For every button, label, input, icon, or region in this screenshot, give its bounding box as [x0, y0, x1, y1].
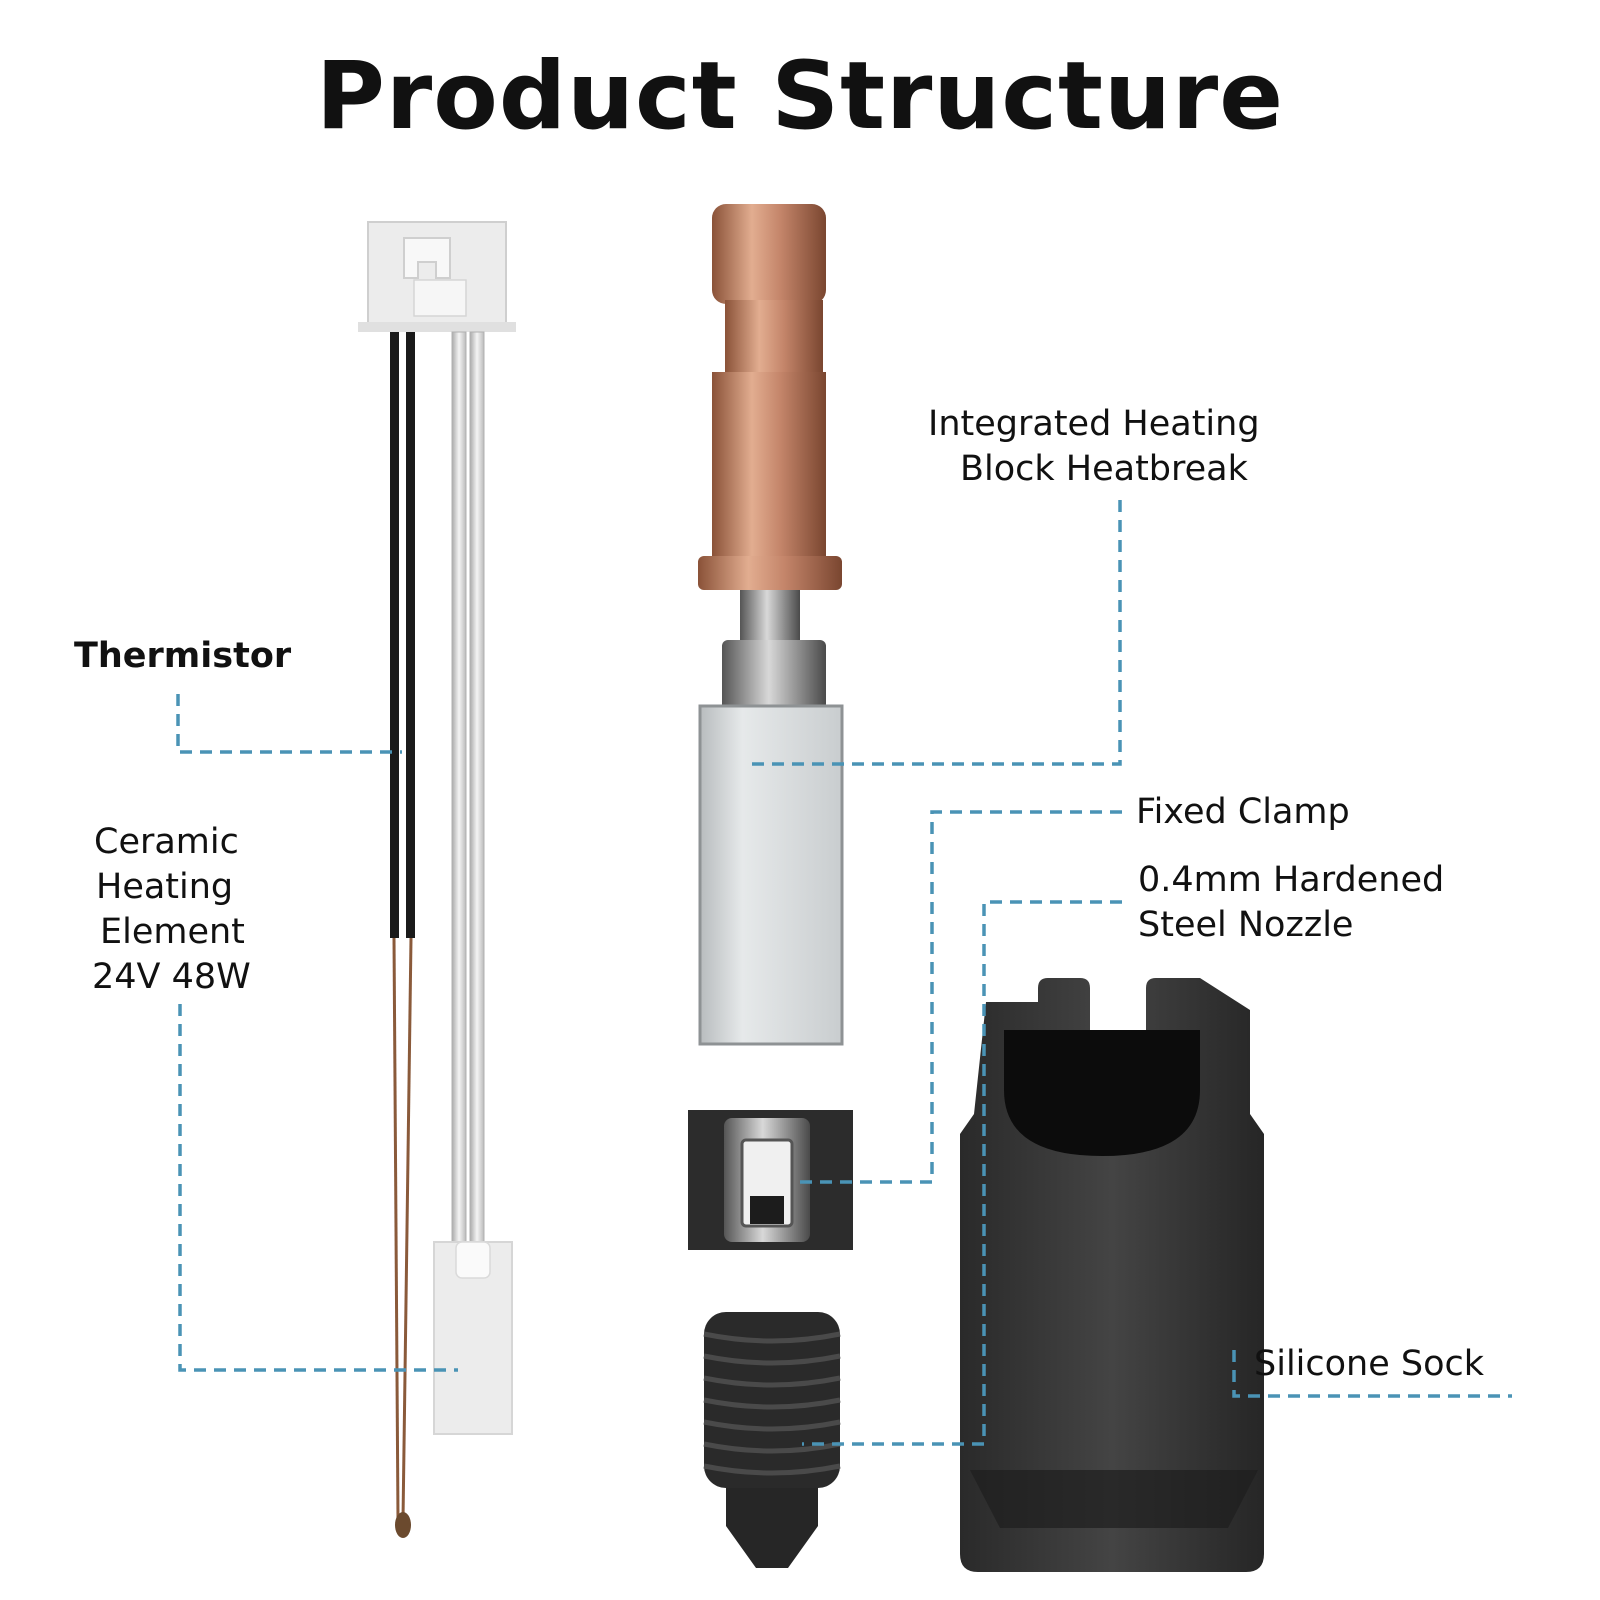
- clamp-slot: [750, 1196, 784, 1224]
- label-ceramic-heating-element: Ceramic Heating Element 24V 48W: [92, 820, 251, 1000]
- label-silicone-sock: Silicone Sock: [1254, 1342, 1484, 1387]
- label-heatbreak: Integrated Heating Block Heatbreak: [928, 402, 1260, 492]
- silicone-sock: [960, 978, 1264, 1572]
- label-ceramic-line-1: Ceramic: [94, 822, 239, 862]
- lead-wire-left: [392, 937, 400, 1521]
- nozzle-threads: [703, 1331, 841, 1476]
- black-wire-left: [390, 332, 399, 938]
- heatbreak-top: [712, 204, 826, 304]
- connector-latch: [403, 237, 451, 279]
- label-heatbreak-line-1: Integrated Heating: [928, 404, 1260, 444]
- label-thermistor: Thermistor: [74, 634, 291, 679]
- leader-ceramic: [178, 1004, 458, 1372]
- connector-flange: [358, 322, 516, 332]
- black-wire-right: [406, 332, 415, 938]
- label-nozzle-line-1: 0.4mm Hardened: [1138, 860, 1445, 900]
- ceramic-heater-cap: [455, 1241, 491, 1279]
- nozzle-thread-body: [704, 1312, 840, 1488]
- white-wire-left: [451, 331, 467, 1243]
- label-heatbreak-line-2: Block Heatbreak: [960, 449, 1248, 489]
- heater-wires: [433, 331, 513, 1435]
- leader-heatbreak: [744, 500, 1122, 766]
- sock-opening: [1004, 1030, 1200, 1156]
- label-ceramic-line-2: Heating: [96, 867, 234, 907]
- heatbreak-neck: [740, 590, 800, 642]
- fixed-clamp: [688, 1110, 853, 1250]
- label-thermistor-text: Thermistor: [74, 636, 292, 676]
- thermistor-bead: [395, 1512, 411, 1538]
- heatbreak-assembly: [698, 204, 844, 1046]
- label-ceramic-line-4: 24V 48W: [92, 957, 251, 997]
- sock-bottom-bevel: [970, 1470, 1258, 1528]
- label-nozzle: 0.4mm Hardened Steel Nozzle: [1138, 858, 1444, 948]
- nozzle: [703, 1312, 841, 1568]
- label-fixed-clamp-text: Fixed Clamp: [1136, 792, 1350, 832]
- connector-slot: [413, 279, 467, 317]
- leader-nozzle: [802, 900, 1122, 1446]
- nozzle-tip: [726, 1488, 818, 1568]
- leader-thermistor: [176, 694, 402, 754]
- label-ceramic-line-3: Element: [100, 912, 245, 952]
- label-fixed-clamp: Fixed Clamp: [1136, 790, 1350, 835]
- heatbreak-flange: [698, 556, 842, 590]
- page-title: Product Structure: [315, 42, 1284, 151]
- heatbreak-mid: [725, 300, 823, 376]
- connector-assembly: [358, 221, 516, 332]
- leader-lines: [176, 500, 1512, 1446]
- heatbreak-collar: [722, 640, 826, 710]
- lead-wire-right: [401, 937, 413, 1521]
- heating-block: [698, 704, 844, 1046]
- heatbreak-body: [712, 372, 826, 556]
- leader-sock: [1232, 1350, 1512, 1398]
- white-wire-right: [469, 331, 485, 1243]
- thermistor-wires: [390, 332, 415, 1538]
- leader-clamp: [798, 810, 1122, 1184]
- label-silicone-sock-text: Silicone Sock: [1254, 1344, 1485, 1384]
- label-nozzle-line-2: Steel Nozzle: [1138, 905, 1354, 945]
